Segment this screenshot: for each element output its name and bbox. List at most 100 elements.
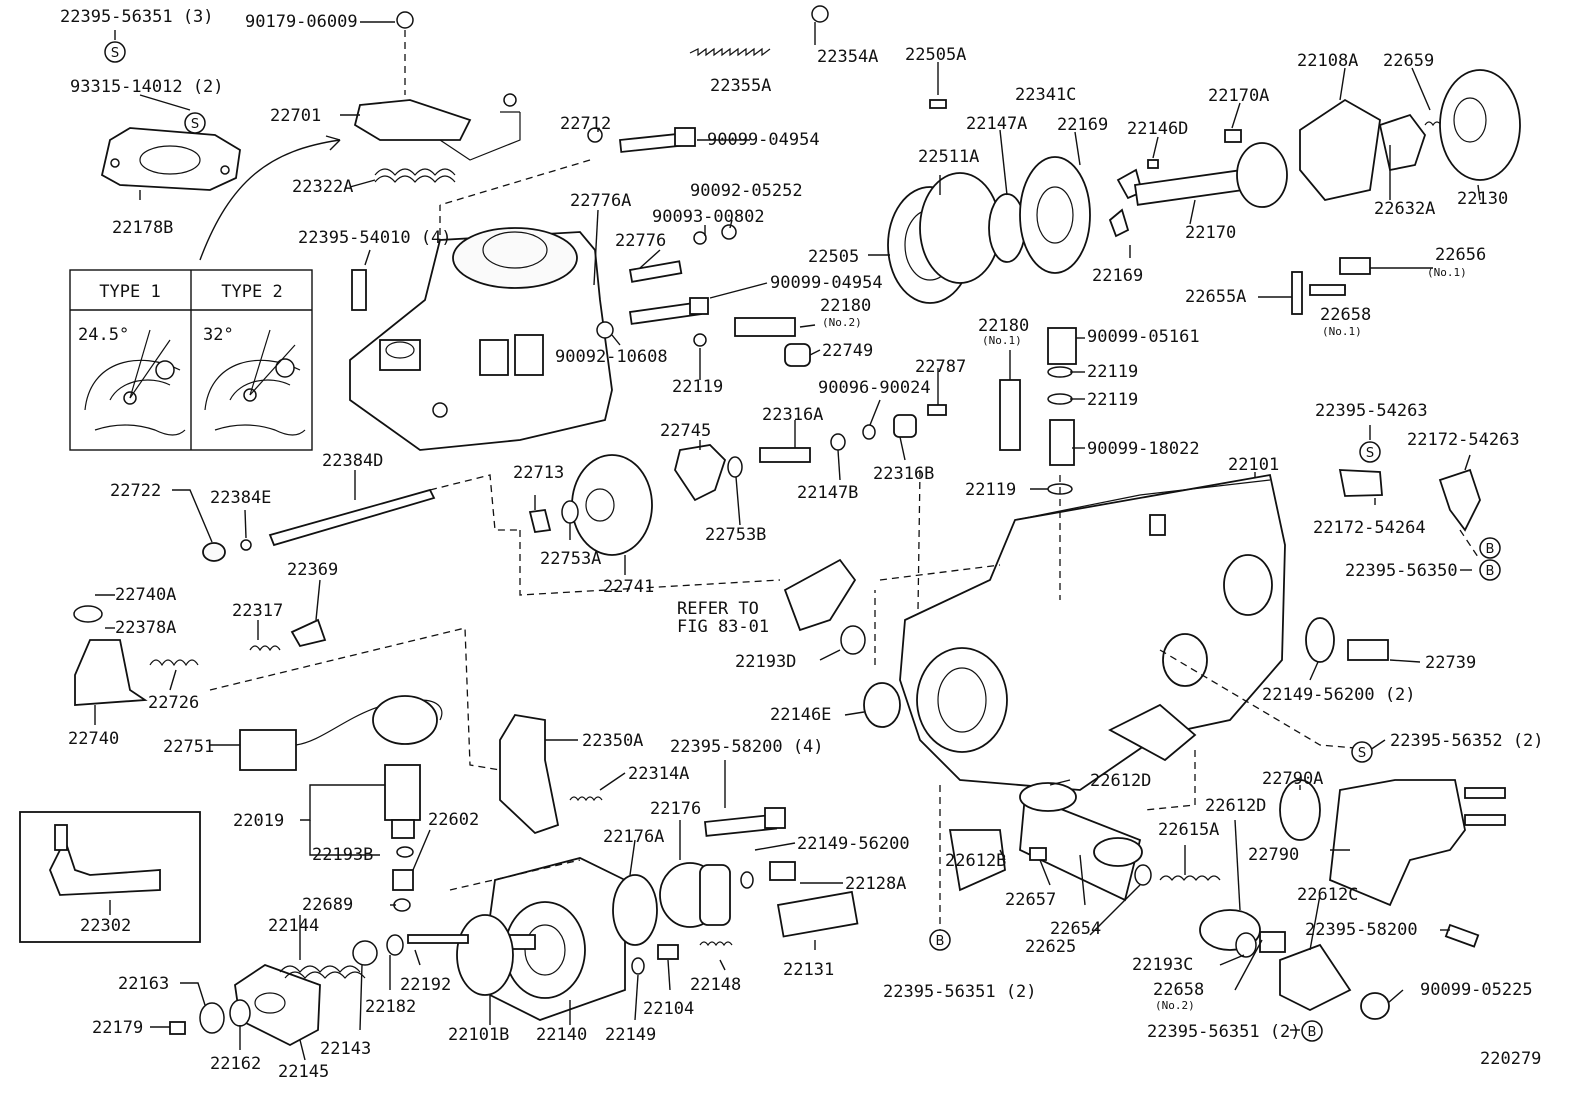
part-label[interactable]: 22713 <box>513 463 564 483</box>
part-label[interactable]: 22101B <box>448 1025 509 1045</box>
part-label[interactable]: 90099-18022 <box>1087 439 1200 459</box>
part-label[interactable]: 22350A <box>582 731 643 751</box>
part-label[interactable]: 22176 <box>650 799 701 819</box>
part-label[interactable]: 22658 <box>1320 305 1371 325</box>
part-label[interactable]: 22119 <box>965 480 1016 500</box>
part-label[interactable]: 22395-56351 (2) <box>883 982 1037 1002</box>
part-label[interactable]: 22658 <box>1153 980 1204 1000</box>
part-label[interactable]: 22395-58200 (4) <box>670 737 824 757</box>
part-label[interactable]: 22722 <box>110 481 161 501</box>
part-label[interactable]: 22104 <box>643 999 694 1019</box>
part-label[interactable]: 22726 <box>148 693 199 713</box>
part-label[interactable]: 22162 <box>210 1054 261 1074</box>
part-label[interactable]: 22384D <box>322 451 383 471</box>
part-label[interactable]: 22656 <box>1435 245 1486 265</box>
part-label[interactable]: 22625 <box>1025 937 1076 957</box>
part-label[interactable]: 22753B <box>705 525 766 545</box>
part-label[interactable]: 22317 <box>232 601 283 621</box>
part-label[interactable]: 22395-54263 <box>1315 401 1428 421</box>
part-label[interactable]: 22612C <box>1297 885 1358 905</box>
part-label[interactable]: 22170A <box>1208 86 1269 106</box>
part-label[interactable]: 22659 <box>1383 51 1434 71</box>
part-label[interactable]: 22701 <box>270 106 321 126</box>
part-label[interactable]: 22143 <box>320 1039 371 1059</box>
part-label[interactable]: 22751 <box>163 737 214 757</box>
part-label[interactable]: 22182 <box>365 997 416 1017</box>
part-label[interactable]: 22193C <box>1132 955 1193 975</box>
part-label[interactable]: 22130 <box>1457 189 1508 209</box>
part-label[interactable]: 22314A <box>628 764 689 784</box>
part-label[interactable]: 22378A <box>115 618 176 638</box>
part-label[interactable]: 22740A <box>115 585 176 605</box>
part-label[interactable]: 22739 <box>1425 653 1476 673</box>
part-label[interactable]: 22712 <box>560 114 611 134</box>
part-label[interactable]: 22790 <box>1248 845 1299 865</box>
part-label[interactable]: 22148 <box>690 975 741 995</box>
part-label[interactable]: 22108A <box>1297 51 1358 71</box>
part-label[interactable]: 22192 <box>400 975 451 995</box>
part-label[interactable]: 22615A <box>1158 820 1219 840</box>
part-label[interactable]: 22119 <box>1087 390 1138 410</box>
part-label[interactable]: 22119 <box>1087 362 1138 382</box>
part-label[interactable]: 22369 <box>287 560 338 580</box>
part-label[interactable]: 22749 <box>822 341 873 361</box>
part-label[interactable]: 22655A <box>1185 287 1246 307</box>
part-label[interactable]: 22178B <box>112 218 173 238</box>
part-label[interactable]: 22149 <box>605 1025 656 1045</box>
part-label[interactable]: 22179 <box>92 1018 143 1038</box>
part-label[interactable]: 22657 <box>1005 890 1056 910</box>
part-label[interactable]: 90099-05161 <box>1087 327 1200 347</box>
part-label[interactable]: 22654 <box>1050 919 1101 939</box>
part-label[interactable]: 22395-56352 (2) <box>1390 731 1544 751</box>
part-label[interactable]: 22146E <box>770 705 831 725</box>
part-label[interactable]: 22131 <box>783 960 834 980</box>
part-label[interactable]: 22395-56350 <box>1345 561 1458 581</box>
part-label[interactable]: 90099-05225 <box>1420 980 1533 1000</box>
part-label[interactable]: 22612D <box>1205 796 1266 816</box>
part-label[interactable]: 90099-04954 <box>707 130 820 150</box>
part-label[interactable]: 22128A <box>845 874 906 894</box>
part-label[interactable]: 22145 <box>278 1062 329 1082</box>
part-label[interactable]: 90093-00802 <box>652 207 765 227</box>
part-label[interactable]: 22395-56351 (3) <box>60 7 214 27</box>
part-label[interactable]: 22790A <box>1262 769 1323 789</box>
part-label[interactable]: 22505 <box>808 247 859 267</box>
part-label[interactable]: 22316A <box>762 405 823 425</box>
part-label[interactable]: 22176A <box>603 827 664 847</box>
part-label[interactable]: 22787 <box>915 357 966 377</box>
part-label[interactable]: 22341C <box>1015 85 1076 105</box>
part-label[interactable]: 22612B <box>945 851 1006 871</box>
part-label[interactable]: 22322A <box>292 177 353 197</box>
part-label[interactable]: 22354A <box>817 47 878 67</box>
part-label[interactable]: 22163 <box>118 974 169 994</box>
part-label[interactable]: 22140 <box>536 1025 587 1045</box>
part-label[interactable]: 22119 <box>672 377 723 397</box>
part-label[interactable]: 22316B <box>873 464 934 484</box>
part-label[interactable]: 22302 <box>80 916 131 936</box>
part-label[interactable]: 22745 <box>660 421 711 441</box>
part-label[interactable]: 22169 <box>1092 266 1143 286</box>
part-label[interactable]: 22169 <box>1057 115 1108 135</box>
part-label[interactable]: 22776 <box>615 231 666 251</box>
part-label[interactable]: 22144 <box>268 916 319 936</box>
part-label[interactable]: 90092-10608 <box>555 347 668 367</box>
part-label[interactable]: 22511A <box>918 147 979 167</box>
part-label[interactable]: 22170 <box>1185 223 1236 243</box>
part-label[interactable]: 22172-54263 <box>1407 430 1520 450</box>
part-label[interactable]: 22689 <box>302 895 353 915</box>
part-label[interactable]: 22355A <box>710 76 771 96</box>
part-label[interactable]: 22147B <box>797 483 858 503</box>
part-label[interactable]: 22193B <box>312 845 373 865</box>
part-label[interactable]: 90092-05252 <box>690 181 803 201</box>
part-label[interactable]: 90096-90024 <box>818 378 931 398</box>
part-label[interactable]: 22753A <box>540 549 601 569</box>
part-label[interactable]: 22776A <box>570 191 631 211</box>
part-label[interactable]: 90179-06009 <box>245 12 358 32</box>
part-label[interactable]: 22612D <box>1090 771 1151 791</box>
part-label[interactable]: 22384E <box>210 488 271 508</box>
part-label[interactable]: 22395-56351 (2) <box>1147 1022 1301 1042</box>
part-label[interactable]: 22193D <box>735 652 796 672</box>
part-label[interactable]: 22146D <box>1127 119 1188 139</box>
part-label[interactable]: 22741 <box>603 577 654 597</box>
part-label[interactable]: 90099-04954 <box>770 273 883 293</box>
